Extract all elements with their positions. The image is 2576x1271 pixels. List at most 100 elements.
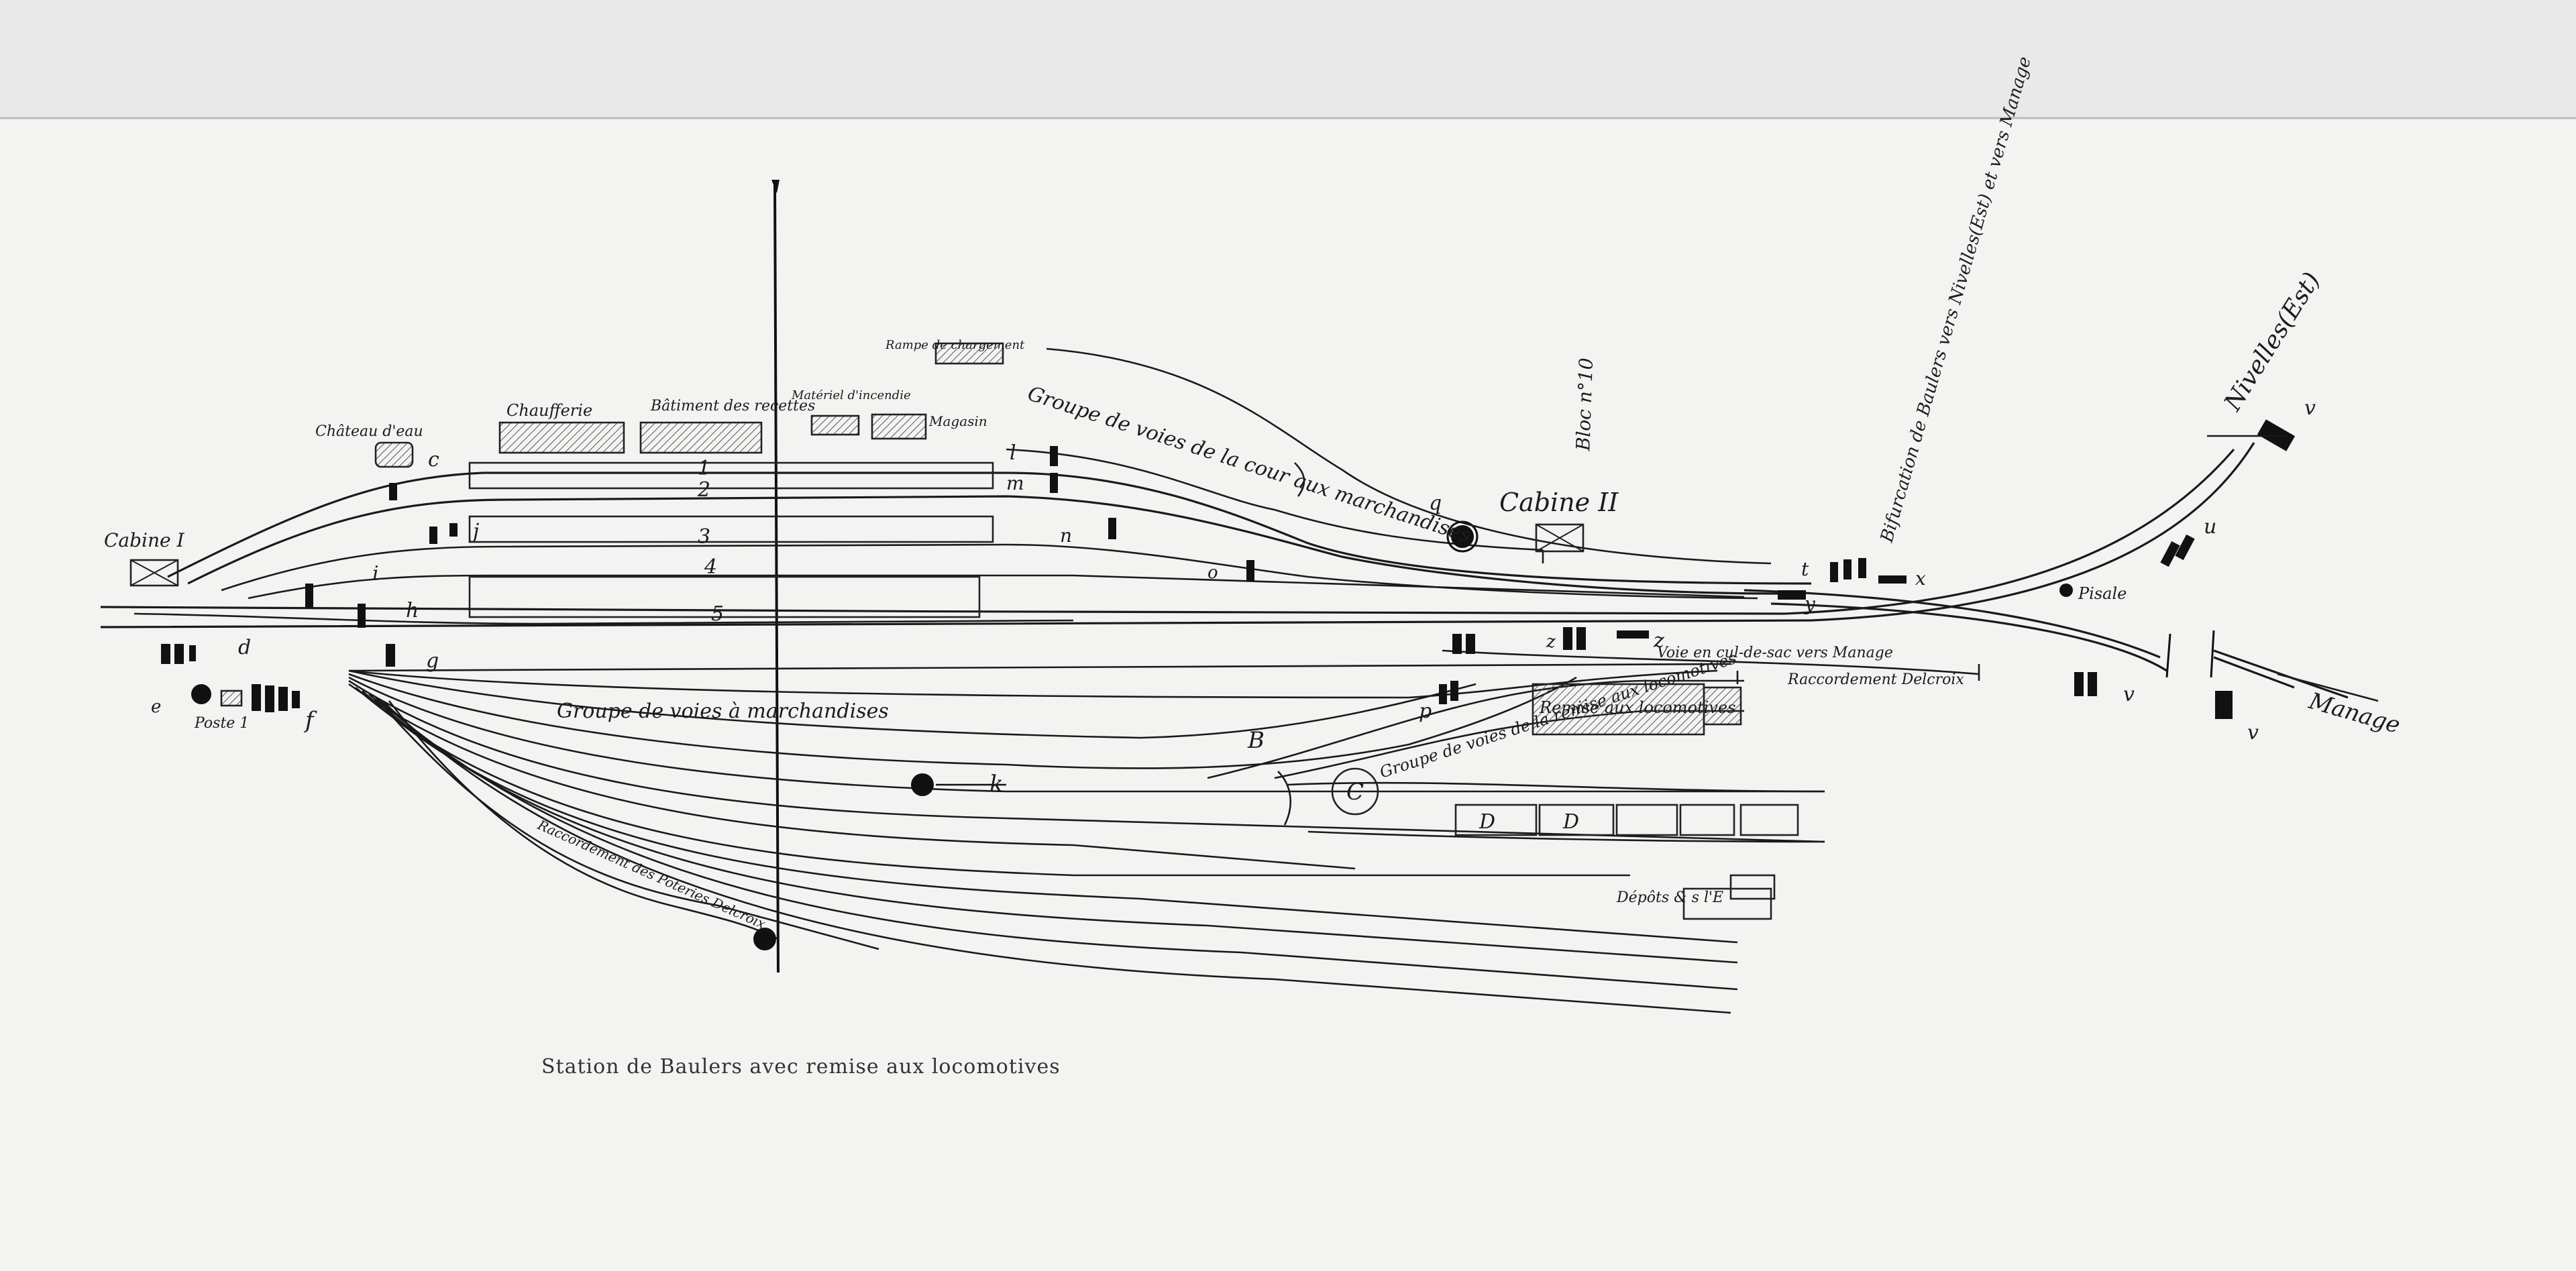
brace-remise <box>1277 771 1292 826</box>
signal-d-2 <box>174 644 184 664</box>
magasin-box <box>871 413 927 440</box>
letter-x: x <box>1915 567 1926 590</box>
letter-y: y <box>1803 593 1816 615</box>
label-chateau: Château d'eau <box>315 423 423 440</box>
track-1 <box>167 472 1812 585</box>
signal-j-1 <box>429 527 437 544</box>
track-3 <box>221 543 1758 600</box>
letter-q: q <box>1429 492 1442 515</box>
letter-m: m <box>1006 472 1024 494</box>
caption: Station de Baulers avec remise aux locom… <box>541 1055 1061 1079</box>
label-cul-de-sac: Voie en cul-de-sac vers Manage <box>1657 645 1893 661</box>
signal-p-1 <box>1439 684 1447 704</box>
signal-z-bar <box>1617 630 1649 639</box>
station-tracks <box>133 461 1812 625</box>
cabine-1-cross-b <box>130 559 178 586</box>
signal-d-3 <box>189 645 196 661</box>
freight-line-5 <box>348 679 1825 843</box>
depots-box <box>1682 887 1772 920</box>
signal-v-mid-1 <box>2074 672 2084 696</box>
track-label-2: 2 <box>697 478 710 502</box>
depot-box-5 <box>1739 804 1799 836</box>
platform-2 <box>468 515 994 543</box>
incendie-box <box>810 415 860 436</box>
remise-annex <box>1703 686 1742 726</box>
chaufferie-box <box>498 421 625 454</box>
goods-track-2 <box>1046 347 1772 565</box>
signal-v-mid-2 <box>2088 672 2097 696</box>
track-to-manage-1 <box>1743 589 2161 659</box>
signal-n <box>1108 518 1116 539</box>
goods-yard-tracks <box>1006 347 1772 565</box>
letter-g: g <box>426 649 439 673</box>
track-label-5: 5 <box>711 602 724 626</box>
freight-line-10 <box>375 697 1738 991</box>
label-poste: Poste 1 <box>194 715 249 732</box>
poteries-line-2 <box>388 700 779 940</box>
track-4 <box>248 574 1745 600</box>
signal-g <box>386 644 395 667</box>
signal-r-2 <box>1466 634 1475 654</box>
signal-f-4 <box>292 691 300 708</box>
letter-d: d <box>238 636 251 659</box>
poteries-line-1 <box>375 697 879 950</box>
marker-q-ring <box>1446 520 1479 553</box>
break-mark-2 <box>2210 630 2215 678</box>
marker-bottom <box>753 928 776 950</box>
letter-n: n <box>1060 524 1072 547</box>
freight-line-6 <box>348 683 1356 870</box>
letter-p: p <box>1419 700 1432 723</box>
label-cabine-1: Cabine I <box>104 529 185 551</box>
signal-l <box>1050 446 1058 466</box>
letter-D-1: D <box>1479 810 1495 834</box>
cabine-2-cross-b <box>1536 524 1584 552</box>
letter-k: k <box>989 771 1004 797</box>
depot-box-3 <box>1615 804 1678 836</box>
letter-e: e <box>151 697 161 717</box>
freight-line-7 <box>355 687 1630 877</box>
label-incendie: Matériel d'incendie <box>791 388 911 402</box>
buildings <box>129 342 1799 920</box>
track-label-4: 4 <box>704 555 717 579</box>
signal-i <box>305 584 313 608</box>
letter-c: c <box>428 448 439 472</box>
label-bloc: Bloc n°10 <box>1572 357 1597 452</box>
depot-box-2 <box>1538 804 1615 836</box>
letter-l: l <box>1010 441 1016 465</box>
letter-B: B <box>1247 727 1265 754</box>
track-5 <box>133 612 1074 625</box>
letter-i: i <box>372 562 379 586</box>
signal-j-2 <box>449 523 458 537</box>
signal-f-2 <box>265 685 274 712</box>
shed-track-3 <box>1287 781 1825 793</box>
letter-u: u <box>2204 515 2216 539</box>
turntable <box>1331 767 1379 816</box>
signal-u-1 <box>2160 541 2180 567</box>
marker-pisale <box>2059 584 2073 597</box>
letter-h: h <box>406 599 419 622</box>
signal-o <box>1246 560 1254 582</box>
letter-v-3: v <box>2247 721 2259 744</box>
depot-box-4 <box>1679 804 1735 836</box>
signal-p-2 <box>1450 681 1458 701</box>
break-mark-1 <box>2165 633 2171 678</box>
signal-z-2 <box>1576 627 1586 650</box>
freight-line-2 <box>348 669 1477 739</box>
manage-track-a <box>2213 656 2295 689</box>
signal-t-1 <box>1830 562 1838 582</box>
signal-y <box>1778 590 1806 600</box>
platform-3 <box>468 575 981 618</box>
raccordement-track <box>1442 649 1980 675</box>
letter-o: o <box>1208 563 1218 583</box>
track-to-nivelles-1 <box>1784 448 2235 615</box>
letter-D-2: D <box>1562 810 1579 834</box>
freight-line-11 <box>382 700 1731 1014</box>
goods-track-1 <box>1006 448 1544 551</box>
freight-line-4 <box>348 676 1825 793</box>
track-to-manage-2 <box>1770 602 2167 672</box>
label-cabine-2: Cabine II <box>1499 488 1619 517</box>
recettes-box <box>639 421 763 454</box>
label-depots: Dépôts & s l'E <box>1616 889 1723 906</box>
